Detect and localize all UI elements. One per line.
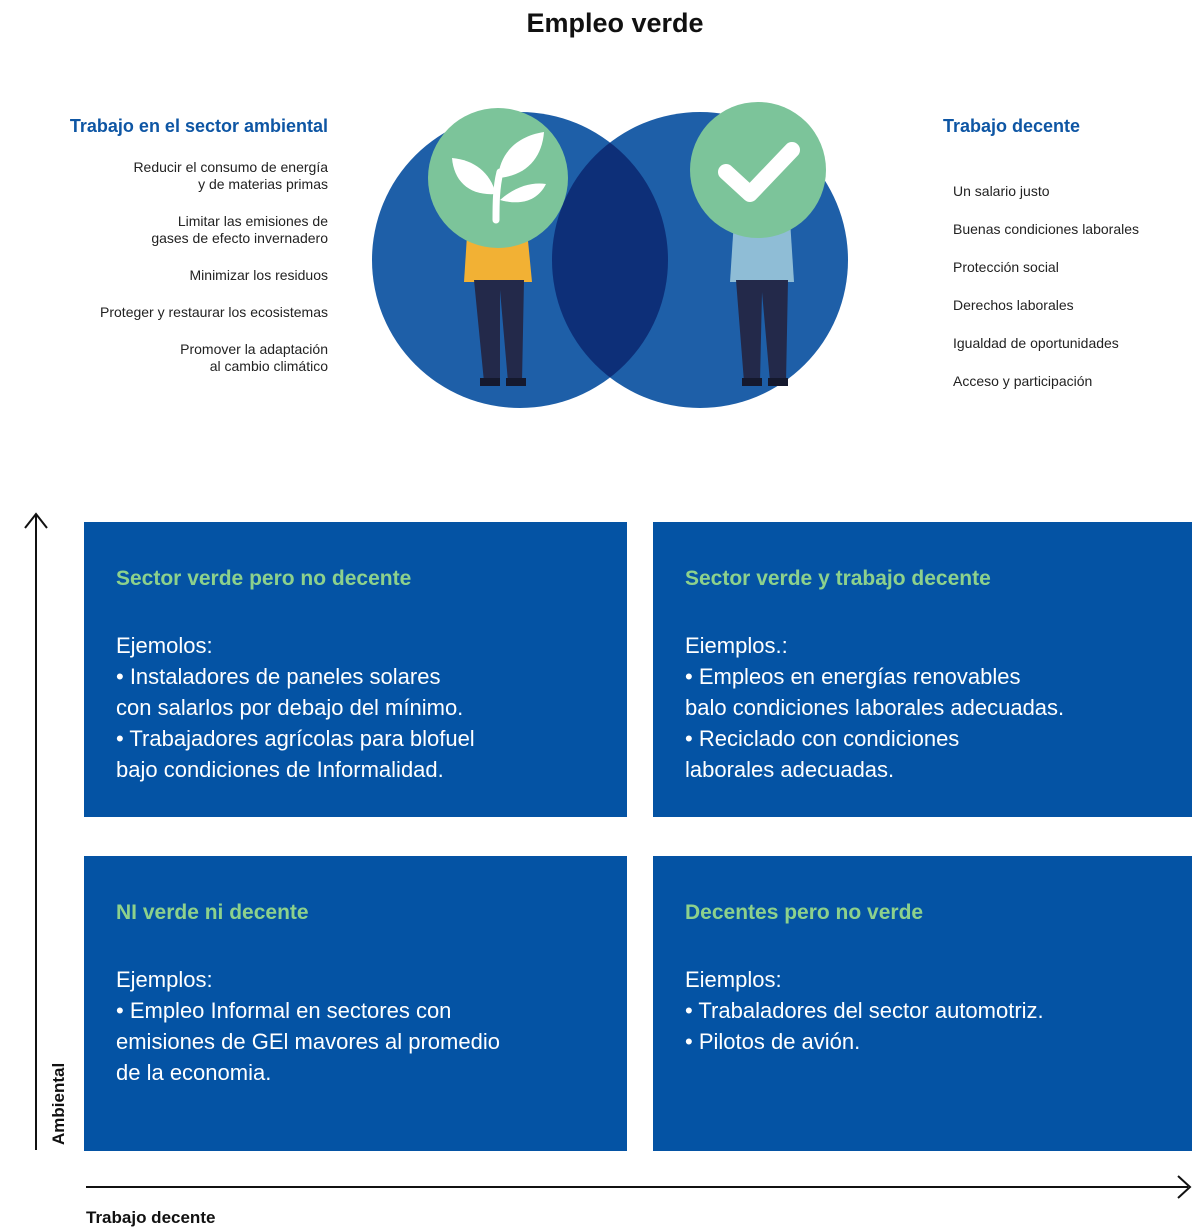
environmental-work-heading: Trabajo en el sector ambiental [69, 116, 328, 136]
decent-work-item: Protección social [953, 259, 1059, 275]
decent-work-heading: Trabajo decente [943, 116, 1081, 136]
page-title: Empleo verde [526, 8, 704, 38]
x-axis-arrow-icon [1177, 1175, 1192, 1199]
quadrant-green-and-decent: Sector verde y trabajo decente Eiemplos.… [653, 522, 1192, 817]
environmental-item: Minimizar los residuos [189, 267, 328, 283]
quadrant-example-line: emisiones de GEl mavores al promedio [116, 1029, 500, 1054]
leaf-sprout-icon [452, 132, 546, 224]
y-axis-arrow-icon [24, 512, 48, 529]
quadrant-title: Decentes pero no verde [685, 901, 924, 924]
decent-work-item: Derechos laborales [953, 297, 1074, 313]
quadrant-example-line: • Trabajadores agrícolas para blofuel [116, 726, 475, 751]
quadrant-example-line: • Instaladores de paneles solares [116, 664, 441, 689]
y-axis-label: Ambiental [49, 1062, 68, 1145]
decent-work-item: Igualdad de oportunidades [953, 335, 1119, 351]
environmental-item: Proteger y restaurar los ecosistemas [100, 304, 328, 320]
quadrant-title: NI verde ni decente [116, 901, 309, 924]
quadrant-example-line: • Pilotos de avión. [685, 1029, 861, 1054]
quadrant-examples-label: Eiemplos: [685, 967, 782, 992]
quadrant-example-line: balo condiciones laborales adecuadas. [685, 695, 1065, 720]
checkmark-icon [718, 142, 800, 202]
venn-overlap [552, 112, 668, 408]
quadrant-example-line: • Reciclado con condiciones [685, 726, 960, 751]
quadrant-example-line: • Empleos en energías renovables [685, 664, 1021, 689]
decent-work-list: Trabajo decente Un salario justo Buenas … [943, 116, 1188, 411]
decent-work-item: Acceso y participación [953, 373, 1093, 389]
quadrant-example-line: • Trabaladores del sector automotriz. [685, 998, 1044, 1023]
venn-diagram [372, 102, 848, 408]
quadrant-example-line: con salarlos por debajo del mínimo. [116, 695, 464, 720]
quadrant-examples-label: Eiemplos.: [685, 633, 788, 658]
quadrant-title: Sector verde y trabajo decente [685, 567, 991, 590]
quadrant-title: Sector verde pero no decente [116, 567, 412, 590]
quadrant-examples-label: Ejemplos: [116, 967, 213, 992]
quadrant-example-line: de la economia. [116, 1060, 272, 1085]
decent-work-item: Buenas condiciones laborales [953, 221, 1140, 237]
right-person-figure [690, 102, 826, 386]
x-axis-label: Trabajo decente [86, 1208, 216, 1227]
environmental-work-list: Trabajo en el sector ambiental Reducir e… [40, 116, 328, 395]
quadrant-green-not-decent: Sector verde pero no decente Ejemolos: •… [84, 522, 627, 817]
decent-work-item: Un salario justo [953, 183, 1050, 199]
quadrant-example-line: bajo condiciones de Informalidad. [116, 757, 444, 782]
quadrant-neither: NI verde ni decente Ejemplos: • Empleo I… [84, 856, 627, 1151]
quadrant-example-line: laborales adecuadas. [685, 757, 895, 782]
quadrant-example-line: • Empleo Informal en sectores con [116, 998, 452, 1023]
quadrant-examples-label: Ejemolos: [116, 633, 213, 658]
quadrant-decent-not-green: Decentes pero no verde Eiemplos: • Traba… [653, 856, 1192, 1151]
